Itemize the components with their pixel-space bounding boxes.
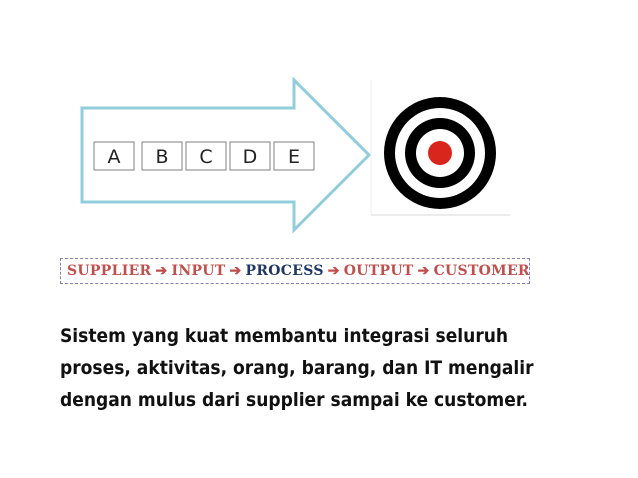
target-bullseye-center <box>428 141 452 165</box>
box-b-label: B <box>155 146 168 168</box>
flow-step-customer: CUSTOMER <box>433 263 530 279</box>
box-a-label: A <box>108 146 121 168</box>
supply-chain-flow-banner: SUPPLIER➔INPUT➔PROCESS➔OUTPUT➔CUSTOMER <box>60 258 530 284</box>
flow-arrow-icon: ➔ <box>155 263 168 279</box>
flow-arrow-icon: ➔ <box>417 263 430 279</box>
box-c: C <box>185 141 227 171</box>
flow-step-process: PROCESS <box>245 263 324 279</box>
box-d: D <box>229 141 271 171</box>
box-d-label: D <box>243 146 258 168</box>
flow-step-input: INPUT <box>171 263 226 279</box>
box-b: B <box>141 141 183 171</box>
caption-text: Sistem yang kuat membantu integrasi selu… <box>60 320 620 416</box>
flow-arrow-icon: ➔ <box>229 263 242 279</box>
box-c-label: C <box>199 146 212 168</box>
box-a: A <box>93 141 135 171</box>
flow-step-output: OUTPUT <box>343 263 414 279</box>
flow-step-supplier: SUPPLIER <box>67 263 152 279</box>
caption-line: proses, aktivitas, orang, barang, dan IT… <box>60 357 534 379</box>
process-arrow-diagram: A B C D E <box>80 76 510 234</box>
box-e: E <box>273 141 315 171</box>
caption-line: Sistem yang kuat membantu integrasi selu… <box>60 325 509 347</box>
box-e-label: E <box>288 146 300 168</box>
bullseye-target <box>370 80 510 216</box>
caption-line: dengan mulus dari supplier sampai ke cus… <box>60 389 529 411</box>
flow-arrow-icon: ➔ <box>327 263 340 279</box>
